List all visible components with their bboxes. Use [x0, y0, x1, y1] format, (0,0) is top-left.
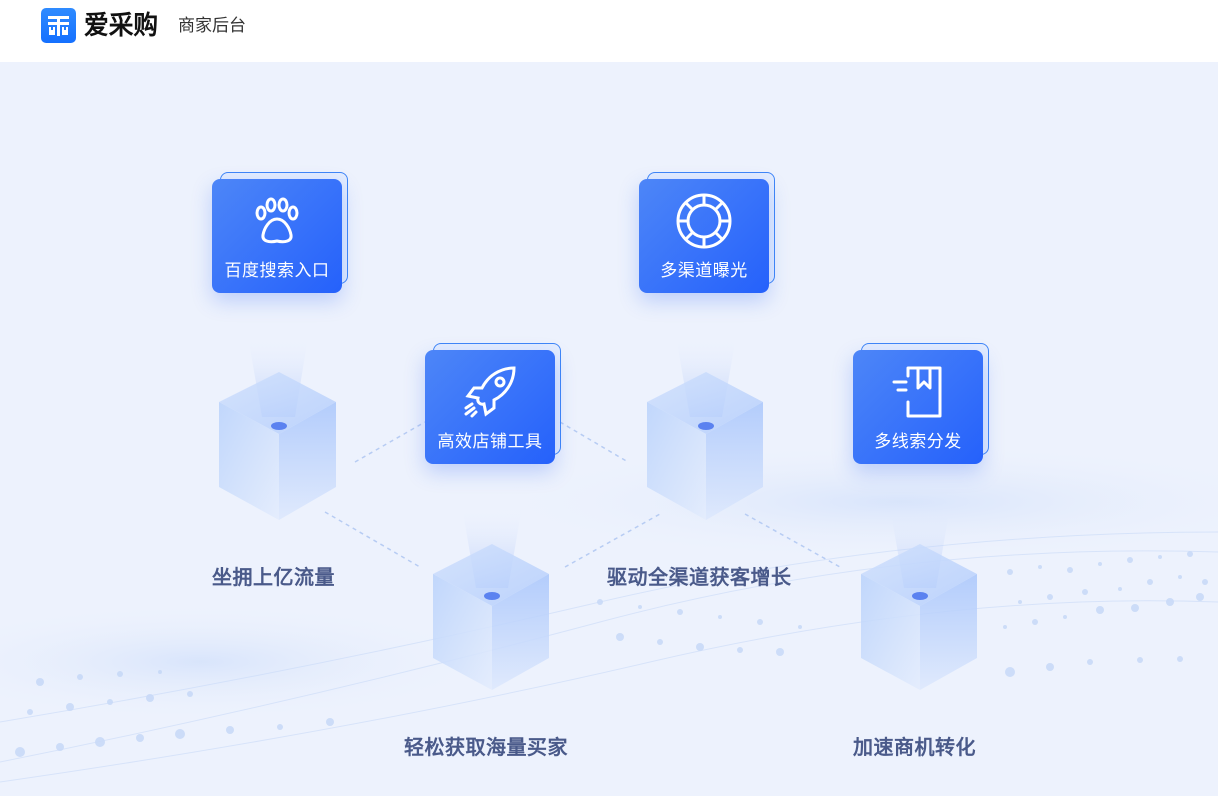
header-subtitle: 商家后台: [178, 16, 246, 36]
network-wave-background: [0, 337, 1218, 783]
brand-name[interactable]: 爱采购: [84, 11, 159, 41]
card-label: 多渠道曝光: [660, 261, 748, 281]
card-store-tools: 高效店铺工具: [425, 343, 565, 469]
rocket-icon: [464, 366, 516, 418]
cube-1: [219, 337, 336, 520]
aicaigou-logo-icon[interactable]: [41, 8, 76, 43]
cube-3: [433, 507, 549, 690]
cube-4: [861, 507, 977, 690]
card-label: 多线索分发: [874, 432, 962, 452]
cube-2: [647, 337, 763, 520]
card-label: 高效店铺工具: [437, 432, 543, 452]
main-hero: 百度搜索入口 多渠道曝光 高效店铺: [0, 62, 1218, 796]
feature-label: 轻松获取海量买家: [404, 735, 568, 759]
feature-label: 驱动全渠道获客增长: [607, 565, 792, 589]
card-label: 百度搜索入口: [224, 261, 330, 281]
feature-label: 坐拥上亿流量: [212, 565, 335, 589]
bookmark-book-icon: [892, 366, 942, 418]
top-header: 爱采购 商家后台: [0, 0, 1218, 62]
paw-icon: [255, 197, 299, 244]
card-lead-distribution: 多线索分发: [853, 343, 993, 469]
feature-label: 加速商机转化: [853, 735, 976, 759]
card-multichannel: 多渠道曝光: [639, 172, 779, 298]
life-ring-icon: [676, 193, 732, 249]
card-baidu-search: 百度搜索入口: [212, 172, 352, 298]
